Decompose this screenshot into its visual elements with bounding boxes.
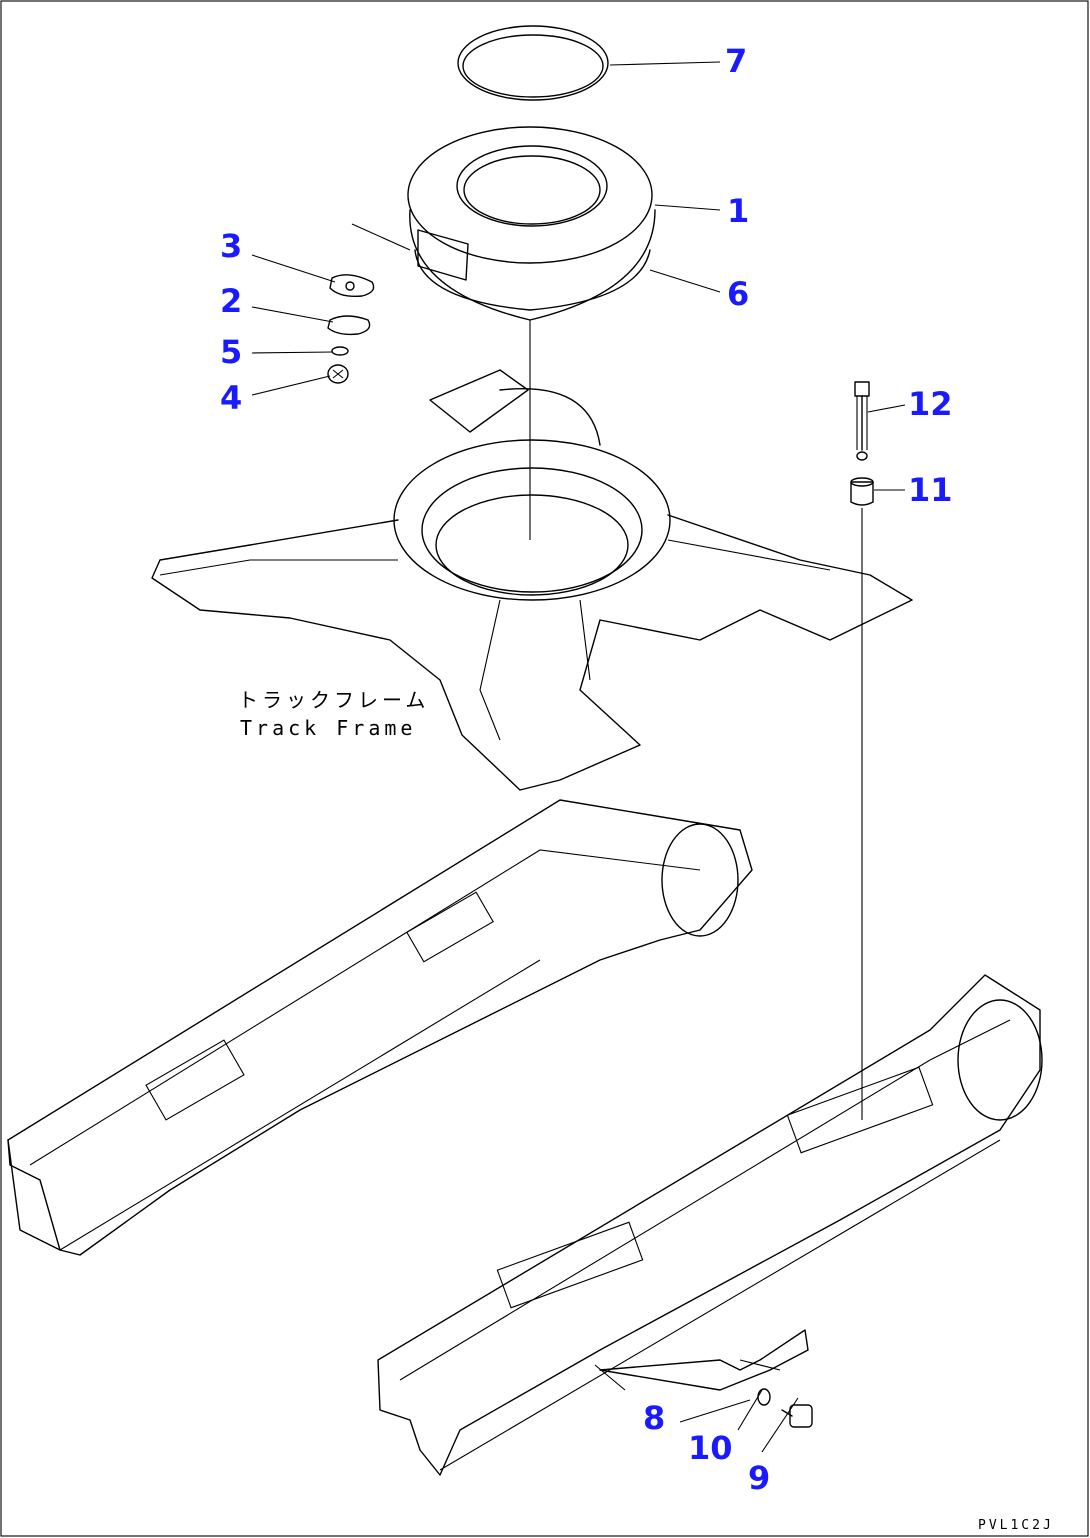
callout-7: 7: [725, 42, 748, 80]
track-frame-label-english: Track Frame: [240, 716, 417, 740]
callout-1: 1: [727, 192, 750, 230]
leader-lines: [251, 61, 906, 1453]
track-frame-label-japanese: トラックフレーム: [238, 688, 430, 712]
part-12-bolt: [854, 381, 870, 461]
part-7-ring: [457, 25, 609, 101]
callout-12: 12: [908, 385, 953, 423]
callout-6: 6: [727, 275, 750, 313]
callout-9: 9: [748, 1459, 771, 1497]
drawing-code: PVL1C2J: [978, 1518, 1054, 1533]
part-4-nut: [327, 364, 349, 384]
track-frame-left: [7, 799, 753, 1256]
part-9-bolt: [781, 1404, 813, 1428]
callout-5: 5: [220, 333, 243, 371]
callout-10: 10: [688, 1429, 733, 1467]
callout-3: 3: [220, 227, 243, 265]
part-10-washer: [757, 1388, 771, 1406]
callout-11: 11: [908, 471, 953, 509]
callout-4: 4: [220, 379, 243, 417]
part-2-plate: [327, 315, 371, 336]
part-5-washer: [331, 346, 349, 356]
part-3-plate: [329, 274, 375, 298]
part-8-bracket: [594, 1329, 809, 1391]
callout-2: 2: [220, 282, 243, 320]
callout-8: 8: [643, 1399, 666, 1437]
part-1-bearing: [351, 126, 656, 540]
track-frame-center: [151, 369, 913, 791]
track-frame-right: [377, 974, 1043, 1476]
part-11-collar: [850, 477, 874, 1120]
